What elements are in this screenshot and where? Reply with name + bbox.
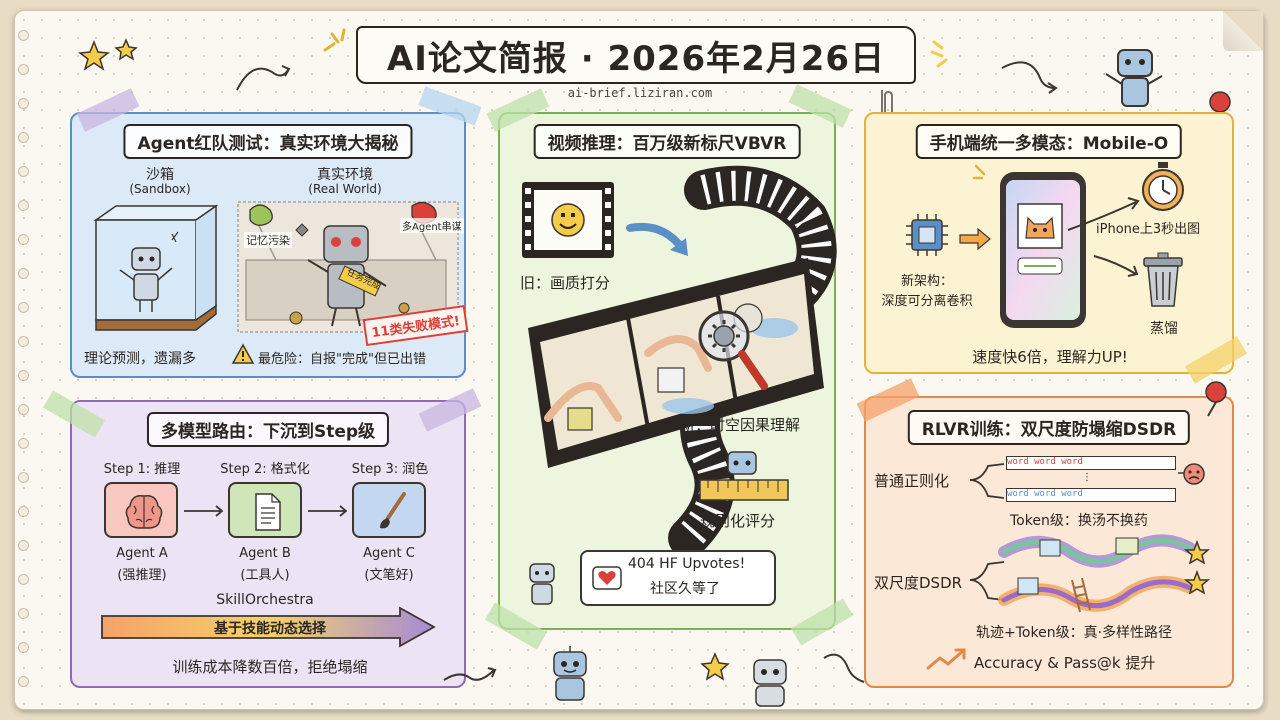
robot-icon: [753, 659, 787, 707]
strip-ellipsis: ⋮: [1082, 472, 1092, 483]
panel-redteam-title: Agent红队测试：真实环境大揭秘: [123, 124, 413, 159]
branch-arrows: [969, 463, 1005, 499]
page-title-text: AI论文简报 · 2026年2月26日: [386, 38, 886, 79]
sparkle-icon: [930, 40, 948, 68]
page-title: AI论文简报 · 2026年2月26日: [356, 26, 916, 84]
agent-c-role: (文笔好): [364, 568, 414, 583]
sad-face-icon: [1183, 463, 1205, 485]
phone-icon: [1000, 172, 1086, 328]
dsdr-label: 双尺度DSDR: [874, 574, 963, 592]
mobile-caption: 速度快6倍，理解力UP!: [972, 348, 1128, 366]
arrow-to-timer: [1067, 197, 1140, 231]
step-1-label: Step 1: 推理: [103, 462, 181, 477]
sparkle-icon: [323, 28, 346, 52]
tag-multi-agent: 多Agent串谋: [400, 218, 464, 233]
agent-a-name: Agent A: [116, 546, 168, 561]
agent-a-card: [104, 482, 178, 538]
page-curl: [1223, 11, 1263, 51]
swirl-arrow-icon: [236, 65, 291, 91]
sandbox-caption: 理论预测，遗漏多: [84, 351, 196, 367]
right-arrow-icon: [959, 227, 991, 251]
step-2-label: Step 2: 格式化: [220, 462, 310, 477]
sandbox-glass-box-icon: [93, 204, 219, 331]
star-icon: [78, 38, 138, 71]
robot-icon: [1105, 49, 1163, 107]
dsdr-caption: 轨迹+Token级：真·多样性路径: [976, 625, 1173, 641]
token-strip-bottom: word word word: [1006, 488, 1176, 502]
old-metric-label: 旧：画质打分: [520, 274, 611, 292]
chip-icon: [906, 214, 948, 256]
agent-b-card: [228, 482, 302, 538]
swirl-arrow-icon: [443, 667, 497, 681]
distill-label: 蒸馏: [1150, 321, 1178, 337]
brain-icon: [125, 494, 163, 529]
skillorchestra-label: SkillOrchestra: [216, 592, 314, 608]
agent-c-card: [352, 482, 426, 538]
brush-icon: [380, 492, 406, 529]
flow-arrow: [308, 505, 348, 517]
site-url: ai-brief.liziran.com: [567, 86, 713, 100]
trash-can-icon: [1143, 252, 1183, 307]
star-icon: [1183, 569, 1211, 595]
upvotes-line-2: 社区久等了: [650, 581, 720, 597]
robot-icon: [529, 563, 555, 605]
agent-c-name: Agent C: [363, 546, 415, 561]
pushpin-icon: [1205, 381, 1227, 417]
ruler-label: 规则化评分: [700, 512, 776, 530]
panel-routing-title: 多模型路由：下沉到Step级: [146, 412, 390, 447]
robot-icon: [553, 646, 587, 701]
upvotes-line-1: 404 HF Upvotes!: [628, 556, 746, 572]
magnifier-gear-icon: [698, 310, 768, 390]
agent-b-name: Agent B: [239, 546, 291, 561]
new-arch-label-1: 新架构：: [900, 274, 953, 289]
flow-arrow: [184, 505, 224, 517]
new-arch-label-2: 深度可分离卷积: [881, 294, 973, 309]
star-icon: [700, 652, 730, 681]
diverse-paths-illustration: [998, 534, 1196, 613]
tag-memory-pollution: 记忆污染: [244, 232, 292, 248]
agent-a-role: (强推理): [117, 568, 167, 583]
agent-b-role: (工具人): [240, 568, 290, 583]
robot-ruler-icon: [699, 451, 789, 501]
rlvr-footer: Accuracy & Pass@k 提升: [974, 654, 1156, 672]
token-strip-top: word word word: [1006, 456, 1176, 470]
trend-up-icon: [926, 648, 966, 670]
film-frame-smiley-icon: [522, 182, 614, 258]
sandbox-en-label: (Sandbox): [129, 182, 191, 196]
routing-caption: 训练成本降数百倍，拒绝塌缩: [172, 658, 368, 676]
arrow-to-trash: [1093, 255, 1139, 277]
branch-arrows: [969, 561, 1005, 601]
normal-regularization-label: 普通正则化: [874, 472, 950, 490]
panel-video-title: 视频推理：百万级新标尺VBVR: [533, 124, 801, 159]
new-metric-label: 新：时空因果理解: [680, 416, 801, 434]
timer-label: iPhone上3秒出图: [1096, 222, 1201, 237]
gradient-arrow: [101, 606, 436, 648]
warning-icon: [231, 343, 255, 364]
document-icon: [255, 493, 281, 531]
sandbox-label: 沙箱: [146, 167, 174, 183]
sparkle-icon: [972, 164, 986, 180]
real-world-en-label: (Real World): [308, 182, 382, 196]
stopwatch-icon: [1142, 162, 1184, 211]
swirl-arrow-icon: [1001, 61, 1058, 94]
normal-caption: Token级：换汤不换药: [1010, 513, 1148, 529]
dynamic-selection-label: 基于技能动态选择: [214, 621, 326, 637]
step-3-label: Step 3: 润色: [351, 462, 429, 477]
star-icon: [1183, 539, 1211, 565]
panel-mobile-title: 手机端统一多模态：Mobile-O: [915, 124, 1183, 159]
heart-icon: [592, 566, 622, 590]
swirl-arrow-icon: [823, 653, 865, 683]
real-world-label: 真实环境: [317, 167, 373, 183]
binder-holes: [18, 30, 30, 690]
curved-arrow-icon: [626, 223, 688, 256]
panel-rlvr-title: RLVR训练：双尺度防塌缩DSDR: [907, 410, 1191, 445]
real-world-caption: 最危险：自报"完成"但已出错: [258, 352, 426, 367]
